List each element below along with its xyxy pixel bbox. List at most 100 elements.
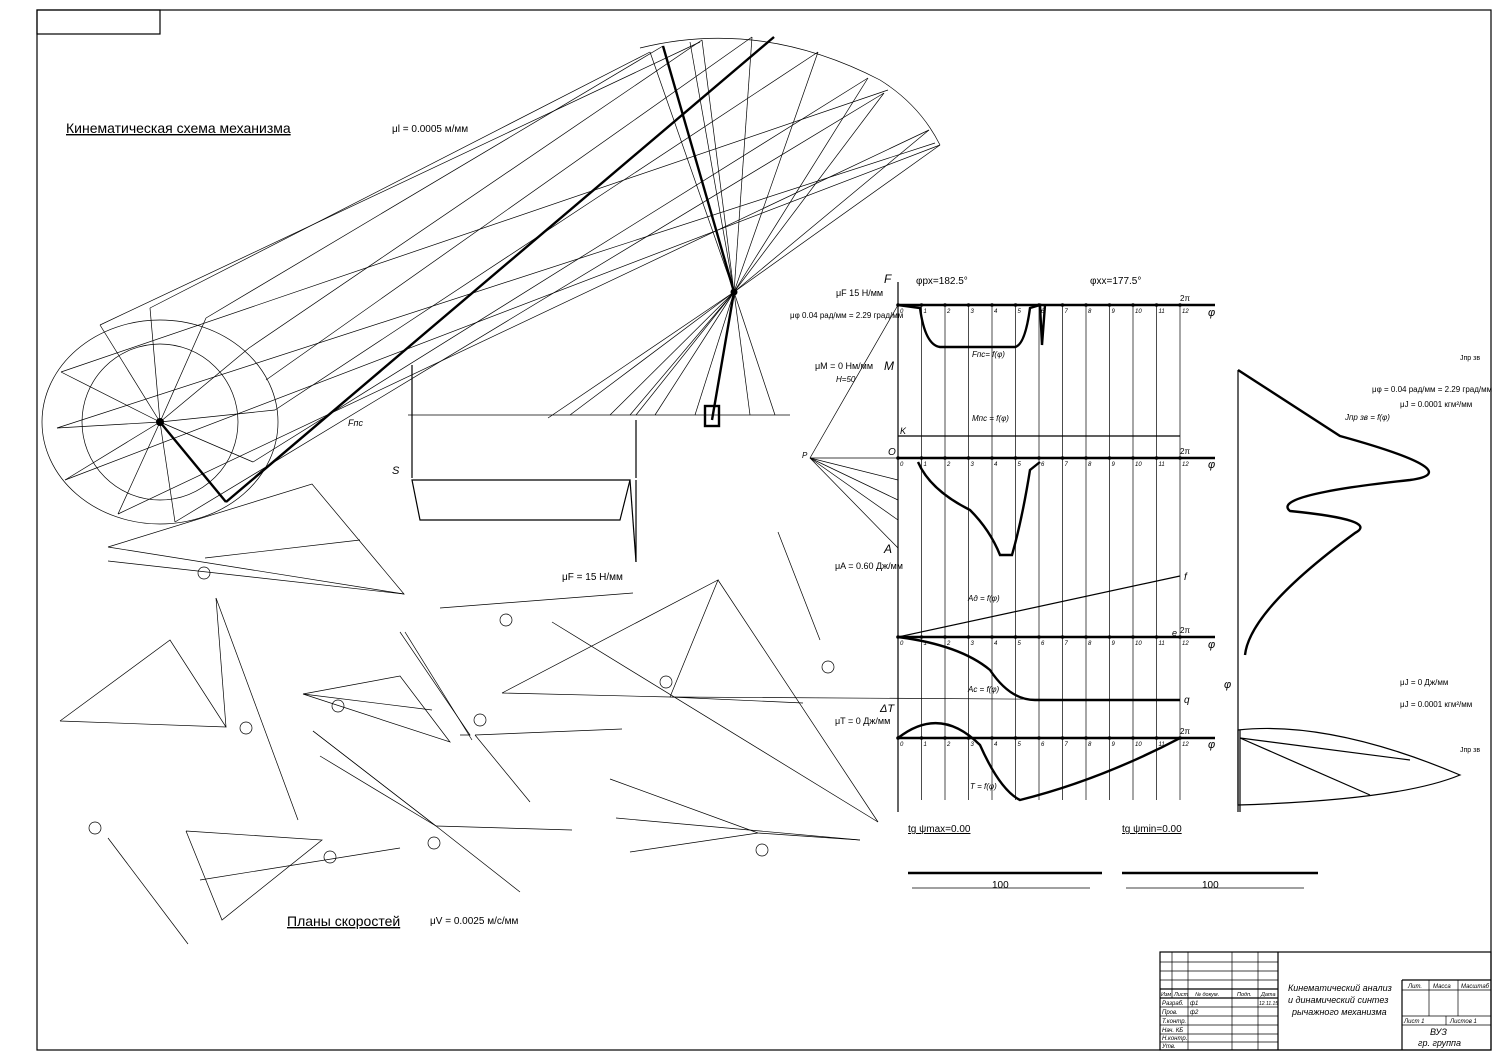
axis-f: F [884, 272, 892, 286]
phi-tick-dot [1178, 303, 1182, 307]
twopi-3: 2π [1180, 626, 1190, 635]
phi-tick-label: 4 [994, 742, 998, 748]
phi-tick-label: 10 [1135, 462, 1142, 468]
t-curve [897, 721, 1181, 802]
phi-tick-label: 4 [994, 462, 998, 468]
phi-tick-label: 5 [1018, 641, 1022, 647]
mu-delta: μJ = 0 Дж/мм [1400, 678, 1448, 687]
twopi-1: 2π [1180, 294, 1190, 303]
phi-tick-dot [966, 635, 971, 639]
axis-f-end: f [1184, 572, 1188, 583]
phi-tick-label: 7 [1065, 742, 1069, 748]
phi-tick-label: 7 [1065, 462, 1069, 468]
axis-e: e [1172, 628, 1177, 638]
diagrams [809, 282, 1462, 812]
len-1: 100 [992, 880, 1009, 891]
tb-sheet: Лист 1 [1403, 1019, 1424, 1025]
tb-title-1: Кинематический анализ [1288, 983, 1392, 993]
twopi-2: 2π [1180, 447, 1190, 456]
phi-tick-label: 2 [946, 309, 951, 315]
phi-axis-2: φ [1208, 459, 1215, 471]
phi-tick-label: 11 [1159, 641, 1165, 647]
phi-tick-label: 12 [1182, 462, 1189, 468]
phi-tick-dot [896, 456, 900, 460]
projection-rays [809, 304, 899, 549]
main-position [159, 36, 775, 503]
phi-tick-dot [1107, 635, 1112, 639]
phi-tick-dot [919, 736, 924, 740]
axis-m: M [884, 359, 894, 373]
tb-name-1: ф1 [1190, 1001, 1198, 1007]
f-curve-label: Fпс= f(φ) [972, 350, 1005, 359]
phi-tick-label: 10 [1135, 641, 1142, 647]
j-axis-label: Jпр зв [1460, 355, 1480, 362]
phi-ticks-1: 0000111122223333444455556666777788889999… [896, 303, 1189, 748]
phi-tick-label: 0 [900, 742, 904, 748]
phi-tick-label: 12 [1182, 742, 1189, 748]
scheme-scale: μl = 0.0005 м/мм [392, 124, 468, 135]
j-label: Jпр зв = f(φ) [1344, 413, 1390, 422]
tb-mass: Масса [1433, 984, 1451, 990]
phi-tick-dot [1131, 736, 1135, 740]
phi-tick-dot [896, 303, 900, 307]
phi-tick-dot [1131, 456, 1135, 460]
axis-p: P [802, 451, 808, 460]
tb-r1: Пров. [1162, 1010, 1178, 1016]
phi-tick-dot [966, 303, 971, 307]
phi-tick-dot [943, 456, 947, 460]
phi-tick-dot [919, 635, 924, 639]
phi-tick-dot [1013, 736, 1018, 740]
axis-q: q [1184, 695, 1190, 706]
phi-tick-dot [943, 736, 947, 740]
phi-tick-label: 12 [1182, 309, 1189, 315]
phi-tick-label: 6 [1041, 462, 1045, 468]
h-value: H=50 [836, 375, 856, 384]
phi-tick-dot [1178, 456, 1182, 460]
tb-title-3: рычажного механизма [1291, 1007, 1387, 1017]
phi-tick-dot [1013, 635, 1018, 639]
axis-dt: ΔT [879, 703, 895, 715]
phi-tick-label: 5 [1018, 462, 1022, 468]
phi-tick-dot [896, 736, 900, 740]
phi-tick-dot [1131, 303, 1135, 307]
phi-tick-label: 6 [1041, 641, 1045, 647]
phi-tick-label: 9 [1112, 309, 1116, 315]
phi-tick-label: 7 [1065, 641, 1069, 647]
tb-h2: № докум. [1195, 992, 1219, 998]
phi-tick-dot [966, 736, 971, 740]
phi-tick-label: 3 [971, 742, 975, 748]
phi-tick-dot [1060, 635, 1065, 639]
drawing-frame [36, 9, 1492, 1051]
t-label: T = f(φ) [970, 782, 997, 791]
twopi-4: 2π [1180, 727, 1190, 736]
phi-tick-dot [990, 736, 994, 740]
slider-block [703, 404, 721, 428]
phi-tick-label: 11 [1159, 462, 1165, 468]
connecting-rod-fan [56, 36, 941, 523]
phi-tick-label: 0 [900, 641, 904, 647]
len-2: 100 [1202, 880, 1219, 891]
phi-tick-dot [1037, 635, 1041, 639]
phi-tick-dot [990, 303, 994, 307]
phi-tick-label: 4 [994, 641, 998, 647]
phi-tick-dot [1060, 303, 1065, 307]
tb-r0: Разраб. [1162, 1001, 1184, 1007]
phi-tick-label: 8 [1088, 462, 1092, 468]
force-plan-scale: μF = 15 Н/мм [562, 572, 623, 583]
phi-tick-dot [1154, 456, 1159, 460]
phi-gridlines [897, 305, 1181, 800]
phi-tick-dot [943, 635, 947, 639]
phi-tick-label: 6 [1041, 309, 1045, 315]
scheme-title: Кинематическая схема механизма [66, 120, 291, 136]
f-curve [897, 303, 1047, 349]
phi-tick-dot [1131, 635, 1135, 639]
tb-scale: Масштаб [1461, 984, 1490, 990]
phi-tick-dot [1037, 736, 1041, 740]
phi-tick-label: 11 [1159, 742, 1165, 748]
tb-h4: Дата [1260, 992, 1276, 998]
phi-axis-1: φ [1208, 307, 1215, 319]
phi-tick-dot [1107, 736, 1112, 740]
phi-tick-dot [919, 456, 924, 460]
phi-tick-dot [1013, 303, 1018, 307]
